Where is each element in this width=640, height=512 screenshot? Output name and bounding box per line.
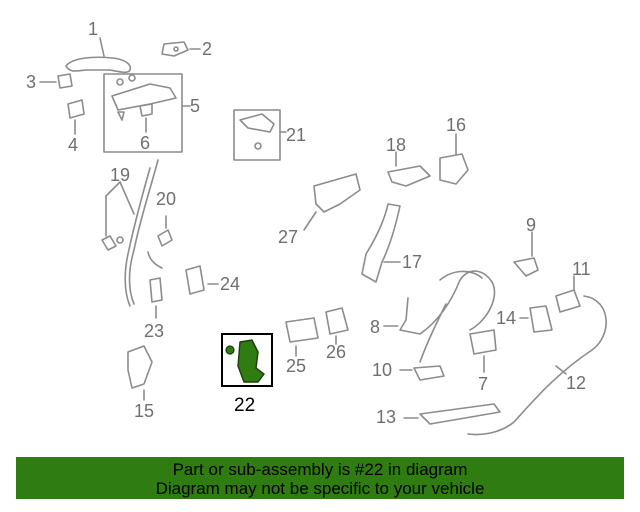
part-21-bracket-box[interactable] xyxy=(233,109,287,161)
part-16-actuator[interactable] xyxy=(439,133,469,185)
callout-21[interactable]: 21 xyxy=(286,125,307,145)
callout-26[interactable]: 26 xyxy=(326,342,347,362)
part-9-switch[interactable] xyxy=(513,231,539,277)
part-11-cable-end[interactable] xyxy=(555,275,581,313)
callout-8[interactable]: 8 xyxy=(370,317,381,337)
callout-18[interactable]: 18 xyxy=(386,135,407,155)
notice-line-disclaimer: Diagram may not be specific to your vehi… xyxy=(155,479,485,498)
callout-23[interactable]: 23 xyxy=(144,321,165,341)
callout-9[interactable]: 9 xyxy=(526,215,537,235)
callout-15[interactable]: 15 xyxy=(134,401,155,421)
notice-line-part: Part or sub-assembly is #22 in diagram xyxy=(172,460,468,479)
callout-27[interactable]: 27 xyxy=(278,227,299,247)
callout-10[interactable]: 10 xyxy=(372,360,393,380)
part-13-trim[interactable] xyxy=(403,403,501,425)
part-8-cable[interactable] xyxy=(383,270,496,335)
part-7-motor[interactable] xyxy=(469,329,497,373)
callout-12[interactable]: 12 xyxy=(566,373,587,393)
callout-24[interactable]: 24 xyxy=(220,274,241,294)
part-3-clip[interactable] xyxy=(39,73,73,89)
part-24-cover[interactable] xyxy=(185,265,219,295)
callout-22[interactable]: 22 xyxy=(234,395,256,416)
callout-6[interactable]: 6 xyxy=(140,133,151,153)
part-14-bracket[interactable] xyxy=(519,305,553,333)
callout-7[interactable]: 7 xyxy=(478,374,489,394)
part-15-bracket[interactable] xyxy=(127,345,153,401)
callout-20[interactable]: 20 xyxy=(156,189,177,209)
part-26-cover[interactable] xyxy=(325,307,349,345)
callout-13[interactable]: 13 xyxy=(376,407,397,427)
part-17-latch[interactable] xyxy=(361,203,401,283)
callout-5[interactable]: 5 xyxy=(190,96,201,116)
callout-11[interactable]: 11 xyxy=(572,259,591,279)
part-12-cable[interactable] xyxy=(467,295,607,436)
part-20-grommet[interactable] xyxy=(157,215,173,247)
part-2-handle-cap[interactable] xyxy=(161,41,201,57)
part-23-rod-clip[interactable] xyxy=(149,277,163,319)
callout-3[interactable]: 3 xyxy=(26,72,37,92)
part-19-rod[interactable] xyxy=(101,159,163,307)
part-18-lock-cylinder[interactable] xyxy=(387,151,431,187)
part-1-outside-handle[interactable] xyxy=(65,37,132,74)
callout-2[interactable]: 2 xyxy=(202,39,213,59)
callout-14[interactable]: 14 xyxy=(496,308,517,328)
part-25-latch-plate[interactable] xyxy=(285,317,319,357)
part-5-handle-frame-box[interactable] xyxy=(103,73,191,153)
diagram-notice-banner: Part or sub-assembly is #22 in diagram D… xyxy=(16,457,624,499)
part-10-cable[interactable] xyxy=(399,303,447,381)
callout-19[interactable]: 19 xyxy=(110,165,131,185)
callout-17[interactable]: 17 xyxy=(402,252,423,272)
part-27-hinge-bracket[interactable] xyxy=(303,173,361,231)
callout-16[interactable]: 16 xyxy=(446,115,467,135)
callout-25[interactable]: 25 xyxy=(286,356,307,376)
part-4-pad[interactable] xyxy=(67,99,85,135)
callout-4[interactable]: 4 xyxy=(68,135,79,155)
callout-1[interactable]: 1 xyxy=(88,19,99,39)
part-22-selected[interactable] xyxy=(221,333,273,387)
